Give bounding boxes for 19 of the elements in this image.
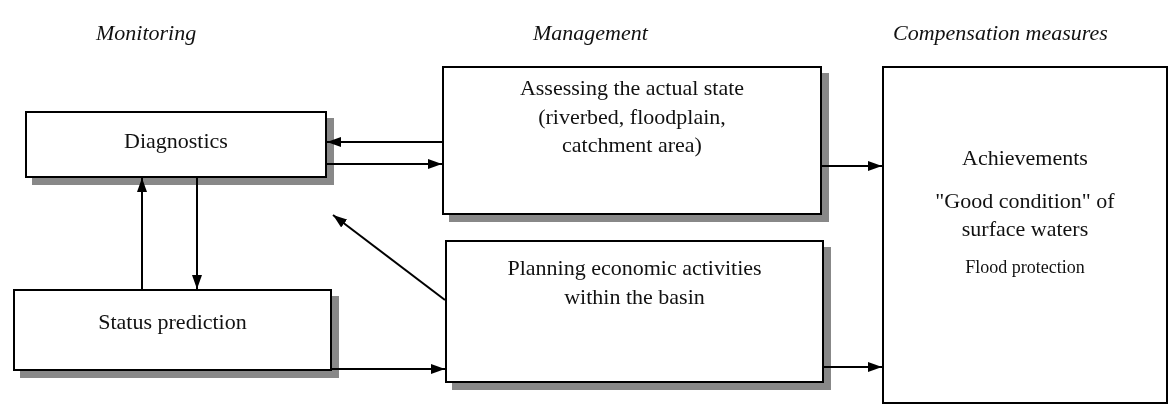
- arrow: [326, 159, 443, 169]
- node-title: Status prediction: [98, 308, 247, 336]
- column-heading: Monitoring: [96, 20, 197, 46]
- arrow: [192, 177, 202, 290]
- arrow: [331, 364, 446, 374]
- node-heading: Achievements: [962, 144, 1088, 172]
- arrow: [821, 161, 883, 171]
- column-heading: Management: [533, 20, 648, 46]
- arrow: [137, 177, 147, 290]
- process-box: [882, 66, 1168, 404]
- node-title: Diagnostics: [124, 127, 228, 155]
- arrow: [823, 362, 883, 372]
- arrow: [326, 137, 443, 147]
- arrow: [332, 214, 446, 301]
- node-text: Assessing the actual state (riverbed, floodplain, catchment area): [518, 74, 746, 160]
- node-text: Planning economic activities within the basin: [506, 254, 763, 311]
- node-text: "Good condition" of surface waters: [934, 186, 1116, 244]
- node-text: Flood protection: [965, 255, 1085, 279]
- column-heading: Compensation measures: [893, 20, 1108, 46]
